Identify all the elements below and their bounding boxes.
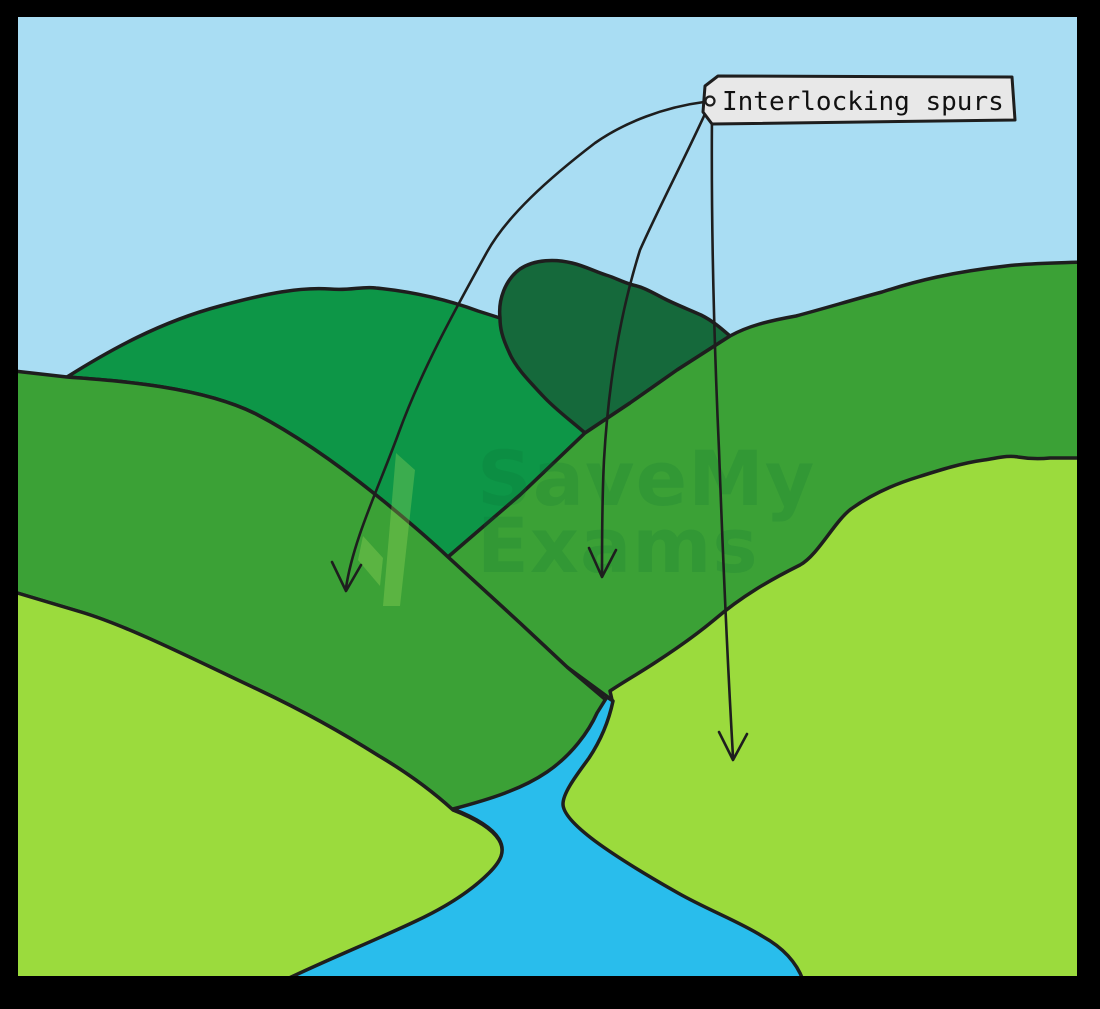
label-connector-dot: [704, 95, 716, 107]
watermark-line1: SaveMy: [477, 434, 815, 523]
annotation-arrows: [330, 100, 749, 762]
watermark-line2: Exams: [477, 501, 759, 590]
arrowhead-middle-icon: [587, 546, 618, 579]
watermark-check-icon: [358, 453, 415, 606]
label-callout: Interlocking spurs: [701, 74, 1017, 126]
label-box: [701, 74, 1017, 126]
river: [283, 695, 805, 982]
arrow-middle: [600, 103, 711, 576]
arrow-left: [344, 100, 706, 590]
arrowhead-left-icon: [330, 560, 363, 593]
mountain-peak: [497, 258, 732, 435]
label-text: Interlocking spurs: [722, 87, 1004, 117]
arrow-right: [710, 110, 735, 759]
arrowhead-right-icon: [717, 730, 749, 762]
watermark: SaveMy Exams: [358, 434, 815, 606]
